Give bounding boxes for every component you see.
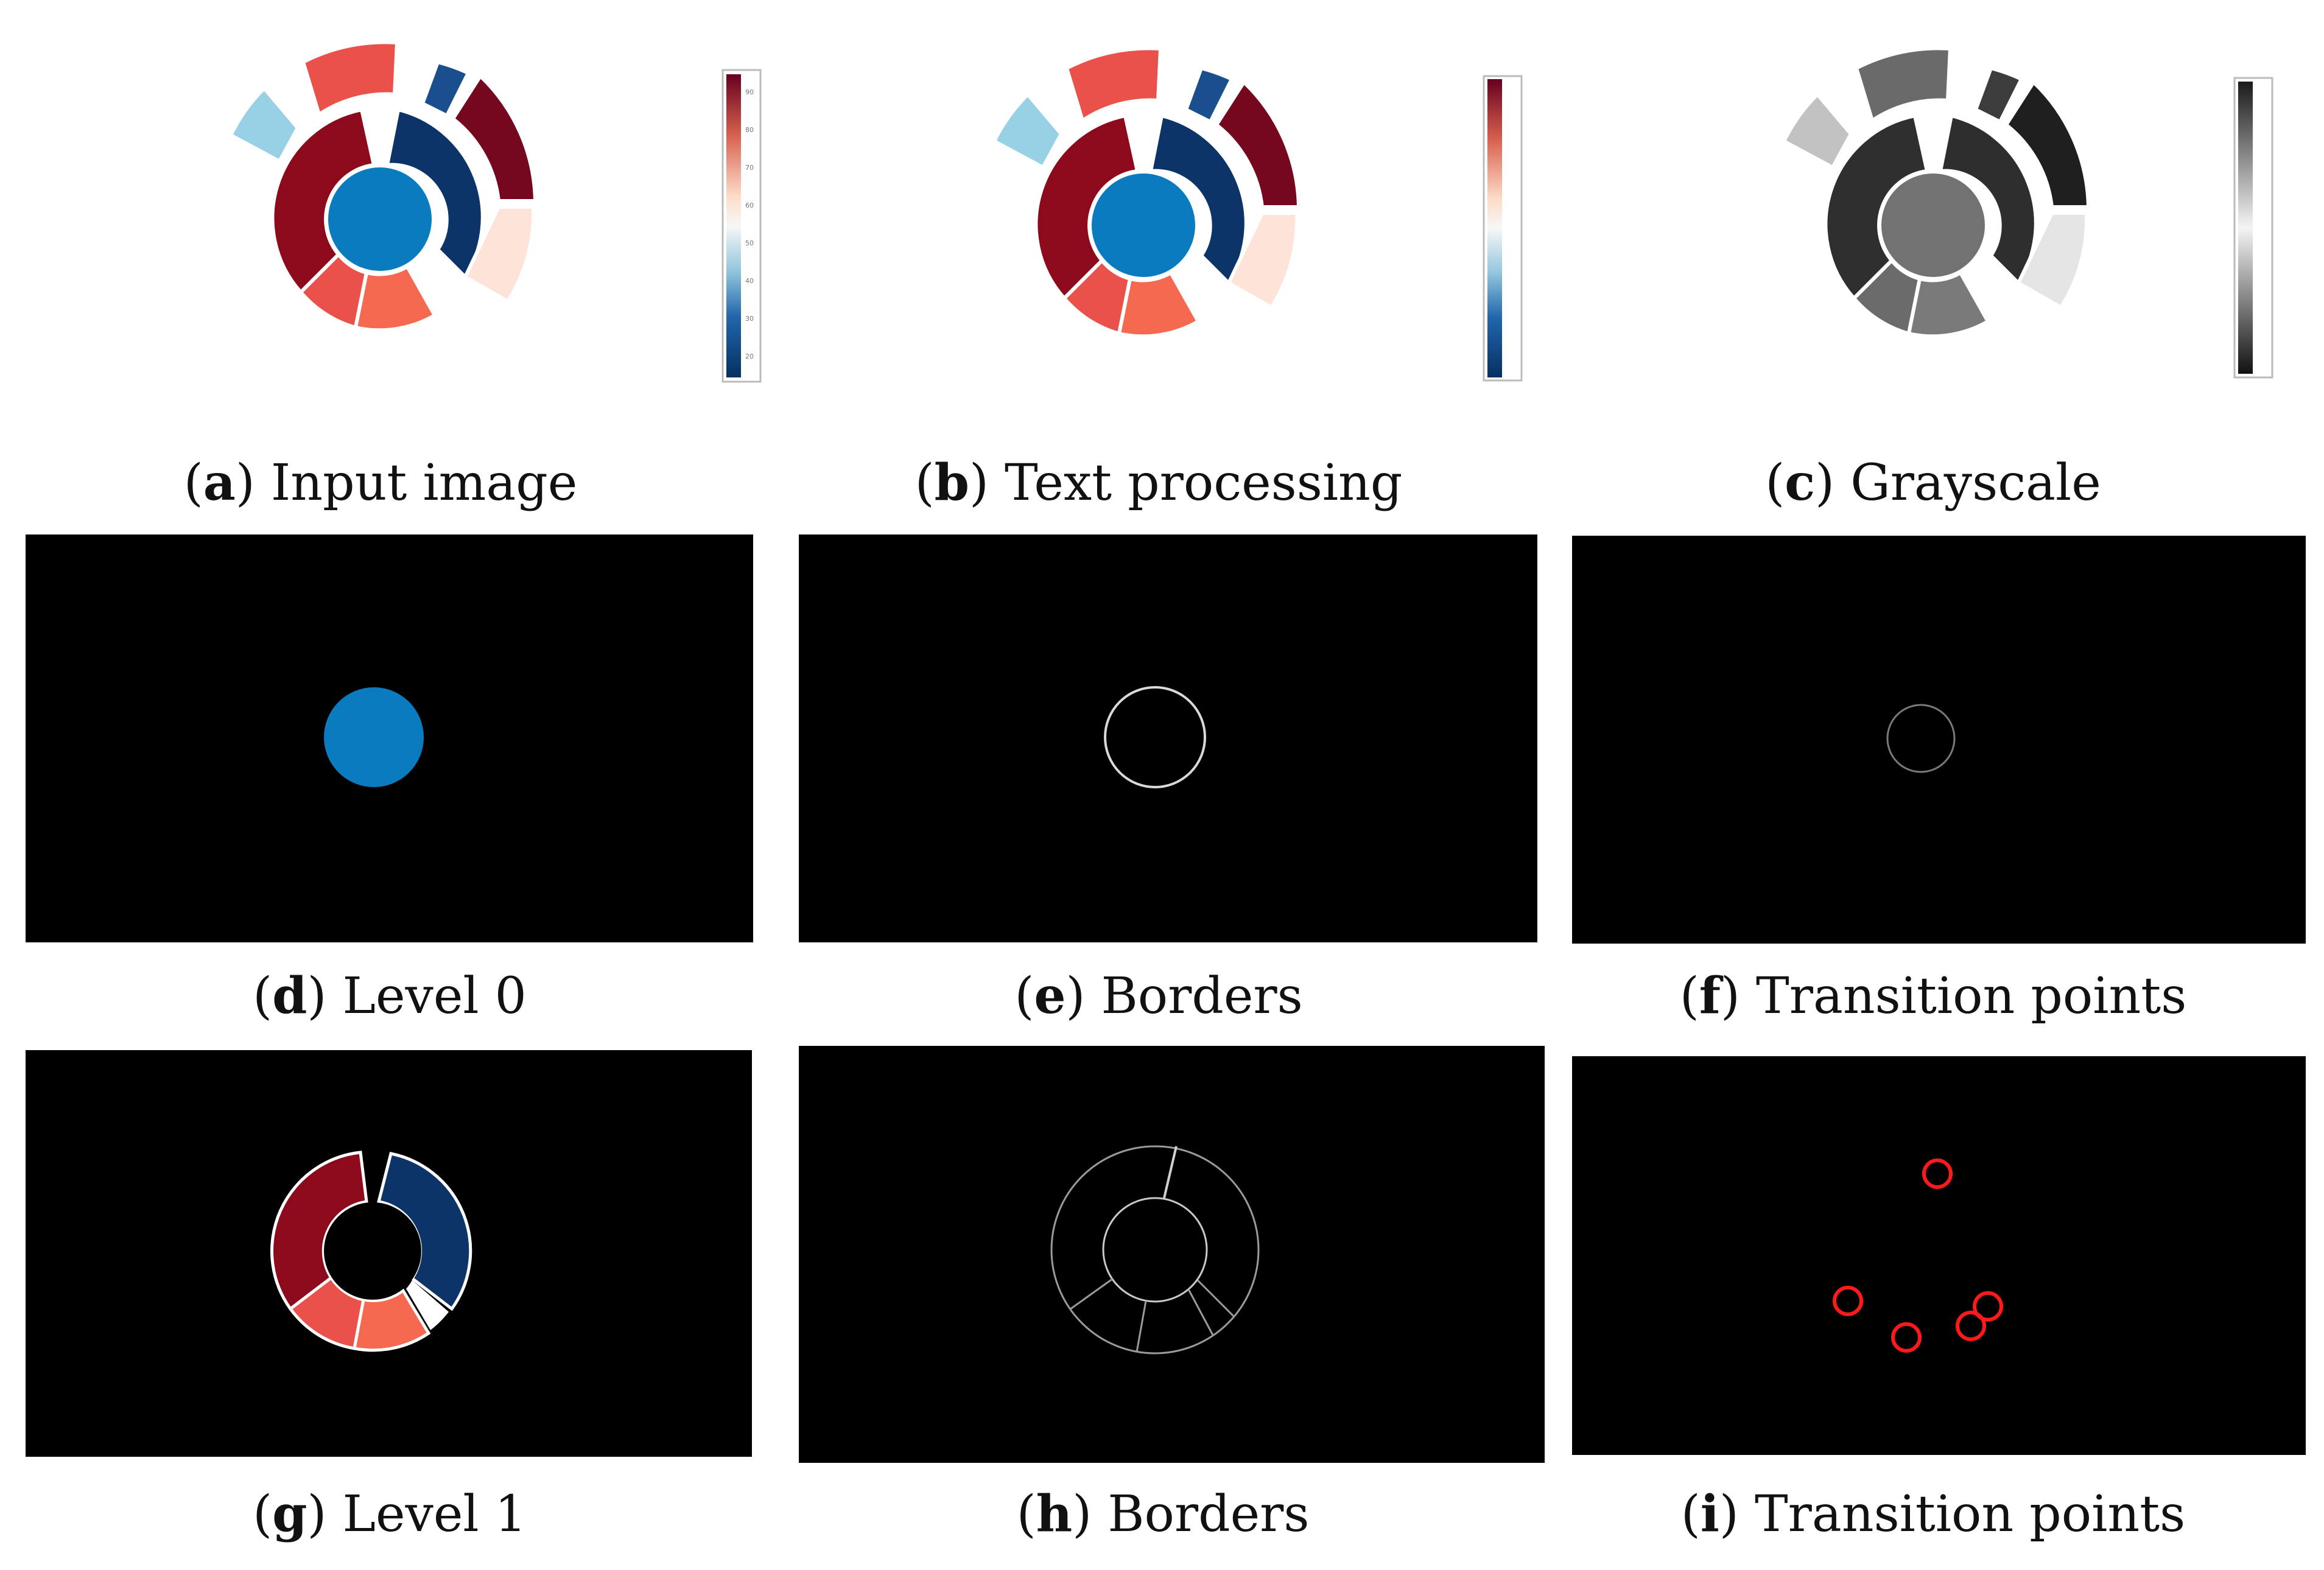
panel-c-image: [1729, 37, 2314, 426]
transition-point-marker: [1891, 1322, 1922, 1353]
level0-mask: [324, 687, 424, 787]
grayscale-colorbar: [2233, 77, 2273, 379]
caption-f: (f) Transition points: [1679, 967, 2187, 1025]
panel-g-image: [26, 1050, 752, 1457]
level1-transition-points: [1833, 1158, 2003, 1353]
panel-i-image: [1572, 1056, 2306, 1455]
colorbar-tick: 60: [745, 202, 754, 209]
colorbar-tick: 40: [745, 277, 754, 285]
transition-point-marker: [1956, 1311, 1986, 1341]
colorbar-tick-labels: 90 80 70 60 50 40 30 20: [745, 88, 764, 368]
caption-h: (h) Borders: [1016, 1485, 1310, 1543]
level1-borders: [1050, 1145, 1260, 1354]
panel-e-image: [799, 534, 1537, 942]
panel-b-image: [944, 37, 1553, 426]
level0-borders: [1104, 686, 1206, 788]
colorbar-tick: 80: [745, 126, 754, 134]
sunburst-grayscale-chart: [1782, 46, 2273, 379]
transition-point-marker: [1922, 1158, 1953, 1189]
sunburst-input-chart: [228, 40, 762, 383]
caption-c: (c) Grayscale: [1765, 454, 2101, 512]
caption-d: (d) Level 0: [253, 967, 527, 1025]
level0-transition-points: [1886, 704, 1956, 773]
caption-i: (i) Transition points: [1680, 1485, 2186, 1543]
panel-a-image: [183, 37, 792, 426]
transition-point-marker: [1833, 1286, 1863, 1316]
colorbar-tick: 70: [745, 164, 754, 172]
colorbar-no-ticks: [1483, 75, 1523, 382]
caption-b: (b) Text processing: [915, 454, 1403, 512]
transition-point-marker: [1973, 1291, 2003, 1322]
level1-mask: [270, 1151, 472, 1352]
colorbar-tick: 90: [745, 88, 754, 96]
colorbar-tick: 30: [745, 315, 754, 323]
caption-g: (g) Level 1: [253, 1485, 527, 1543]
sunburst-text-processed-chart: [992, 46, 1523, 382]
colorbar-tick: 50: [745, 239, 754, 247]
colorbar-tick: 20: [745, 352, 754, 360]
colorbar: [721, 69, 762, 383]
panel-h-image: [799, 1046, 1545, 1463]
panel-d-image: [26, 534, 753, 942]
panel-f-image: [1572, 536, 2306, 944]
caption-e: (e) Borders: [1014, 967, 1303, 1025]
caption-a: (a) Input image: [183, 454, 578, 512]
